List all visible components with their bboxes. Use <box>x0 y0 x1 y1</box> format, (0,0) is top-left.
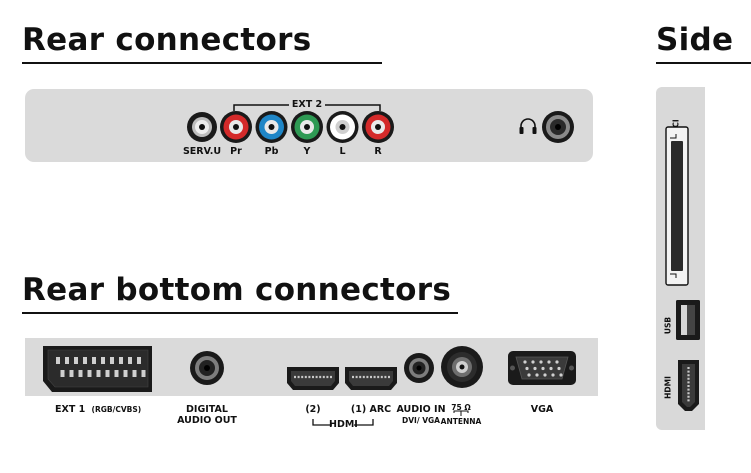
hdmi-1-arc-label: (1) ARC <box>350 404 392 415</box>
audio-in-line2: DVI/ VGA <box>402 416 440 425</box>
rear-bottom-connectors-heading: Rear bottom connectors <box>22 272 452 308</box>
antenna-label: ANTENNA <box>440 417 482 426</box>
antenna-ohm-label: 75 Ω <box>451 403 471 412</box>
ext2-label: EXT 2 <box>289 99 325 110</box>
servu-label: SERV.U <box>182 146 222 157</box>
ext1-name: EXT 1 <box>55 404 86 415</box>
rca-jack-y <box>291 111 323 143</box>
rear-connectors-heading: Rear connectors <box>22 22 312 58</box>
rca-label-r: R <box>374 146 382 157</box>
rca-jack-pr <box>220 111 252 143</box>
side-connectors-heading: Side <box>656 22 734 58</box>
hdmi-group-label: HDMI <box>329 419 358 430</box>
rca-jack-l <box>326 111 359 143</box>
rca-jack-pb <box>255 111 288 143</box>
vga-label: VGA <box>530 404 554 415</box>
ext1-sub: (RGB/CVBS) <box>91 405 142 414</box>
ext1-label: EXT 1 (RGB/CVBS) <box>55 404 145 415</box>
rca-jack-r <box>362 111 394 143</box>
digital-audio-line2: AUDIO OUT <box>177 415 237 426</box>
audio-in-line1: AUDIO IN <box>396 404 446 415</box>
audio-in-label: AUDIO IN DVI/ VGA <box>394 404 448 426</box>
rca-label-pr: Pr <box>230 146 242 157</box>
digital-audio-out-label: DIGITAL AUDIO OUT <box>172 404 242 426</box>
hdmi-2-label: (2) <box>305 404 321 415</box>
rca-label-y: Y <box>303 146 311 157</box>
rear-connectors-underline <box>22 62 382 64</box>
rca-label-l: L <box>339 146 346 157</box>
digital-audio-line1: DIGITAL <box>186 404 228 415</box>
side-connectors-underline <box>656 62 751 64</box>
rear-bottom-connectors-underline <box>22 312 458 314</box>
rca-label-pb: Pb <box>264 146 279 157</box>
